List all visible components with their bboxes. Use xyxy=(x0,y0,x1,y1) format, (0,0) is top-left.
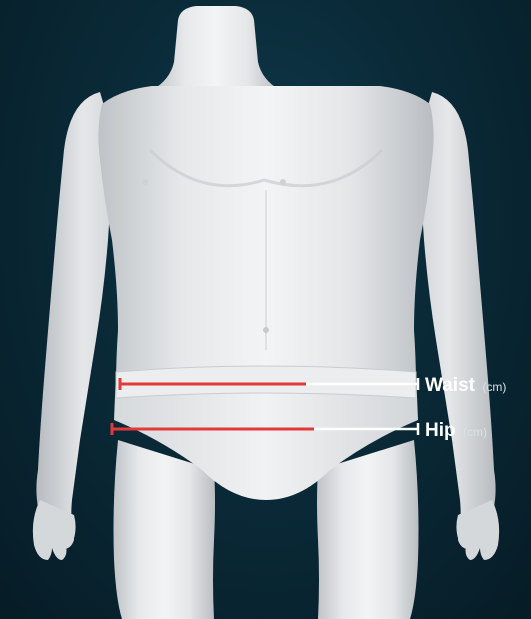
hip-label-name: Hip xyxy=(425,420,456,441)
waist-label-unit: (cm) xyxy=(482,380,506,394)
hip-label-unit: (cm) xyxy=(463,425,487,439)
right-nipple xyxy=(280,179,286,185)
briefs-waistband xyxy=(116,366,416,398)
neck xyxy=(152,6,280,90)
navel xyxy=(263,327,269,333)
hip-label: Hip (cm) xyxy=(425,421,487,440)
left-nipple xyxy=(142,179,148,185)
waist-label-name: Waist xyxy=(425,375,475,396)
waist-label: Waist (cm) xyxy=(425,376,506,395)
